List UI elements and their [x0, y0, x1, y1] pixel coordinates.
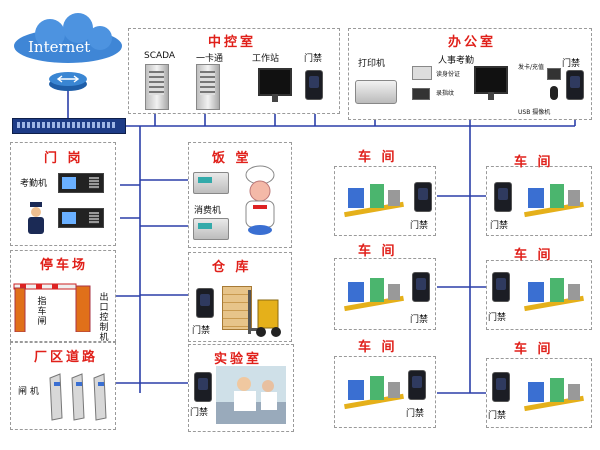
office-title: 办公室 — [448, 35, 497, 50]
workshop-title-2: 车 间 — [514, 155, 554, 170]
lab-door-label: 门禁 — [190, 408, 209, 418]
pos-terminal-icon-2 — [193, 218, 229, 240]
workshop-title-1: 车 间 — [358, 150, 398, 165]
control-room-reader-icon — [305, 70, 323, 100]
workshop-title-3: 车 间 — [358, 244, 398, 259]
internet-cloud-icon — [14, 13, 122, 63]
lab-scene-icon — [216, 366, 286, 424]
barrier-gate-icon — [13, 283, 91, 332]
card-server-icon — [196, 64, 220, 110]
forklift-icon — [248, 290, 281, 337]
workshop-title-5: 车 间 — [358, 340, 398, 355]
workshop-machine-icon-6 — [524, 378, 584, 412]
workshop-title-6: 车 间 — [514, 342, 554, 357]
printer-label: 打印机 — [358, 59, 386, 69]
warehouse-reader-icon — [196, 288, 214, 318]
turnstile-label: 闸 机 — [18, 387, 39, 397]
scada-label: SCADA — [144, 51, 176, 61]
workstation-monitor-icon — [258, 68, 292, 102]
control-room-door-label: 门禁 — [304, 54, 323, 64]
card-issuer-icon — [547, 68, 561, 80]
network-switch-icon — [12, 118, 126, 134]
router-icon — [49, 72, 87, 91]
workshop-reader-icon-4 — [492, 272, 510, 302]
control-room-title: 中控室 — [208, 35, 257, 50]
workshop-door-label-5: 门禁 — [406, 409, 425, 419]
workshop-machine-icon-4 — [524, 278, 584, 312]
workstation-label: 工作站 — [252, 54, 280, 64]
workshop-door-label-2: 门禁 — [490, 221, 509, 231]
workshop-machine-icon-1 — [344, 184, 404, 218]
card-system-label: 一卡通 — [196, 54, 224, 64]
canteen-title: 饭 堂 — [212, 151, 252, 166]
barrier-label: 指车闸 — [37, 297, 47, 327]
workshop-reader-icon-6 — [492, 372, 510, 402]
workshop-door-label-3: 门禁 — [410, 315, 429, 325]
gate-terminal-icon — [58, 208, 104, 228]
security-guard-icon — [28, 202, 44, 234]
gate-title: 门 岗 — [44, 151, 84, 166]
parking-box — [10, 250, 116, 342]
workshop-door-label-6: 门禁 — [488, 411, 507, 421]
attendance-label: 人事考勤 — [438, 56, 475, 66]
exit-controller-label: 出口控制机 — [99, 293, 109, 343]
workshop-reader-icon-3 — [412, 272, 430, 302]
card-issue-label: 发卡/充值 — [518, 64, 545, 71]
turnstile-icon — [49, 373, 107, 421]
internet-label: Internet — [28, 38, 91, 56]
gate-box — [10, 142, 116, 246]
pos-terminal-icon — [193, 172, 229, 194]
id-reader-label: 读身份证 — [436, 71, 461, 78]
workshop-reader-icon-2 — [494, 182, 512, 212]
crate-icon — [222, 286, 252, 330]
lab-reader-icon — [194, 372, 212, 402]
workshop-reader-icon-1 — [414, 182, 432, 212]
workshop-door-label-4: 门禁 — [488, 313, 507, 323]
chef-icon — [245, 165, 275, 235]
usb-camera-icon — [550, 86, 558, 100]
office-door-label: 门禁 — [562, 59, 581, 69]
parking-title: 停车场 — [40, 258, 89, 273]
pos-label: 消费机 — [194, 206, 222, 216]
scada-server-icon — [145, 64, 169, 110]
attendance-terminal-icon — [58, 173, 104, 193]
workshop-title-4: 车 间 — [514, 248, 554, 263]
fingerprint-label: 录指纹 — [436, 90, 455, 97]
fingerprint-icon — [412, 88, 430, 100]
printer-icon — [355, 80, 397, 104]
office-monitor-icon — [474, 66, 508, 100]
road-title: 厂区道路 — [34, 350, 99, 365]
warehouse-title: 仓 库 — [212, 260, 252, 275]
workshop-machine-icon-2 — [524, 184, 584, 218]
usb-camera-label: USB 摄像机 — [518, 109, 551, 116]
workshop-reader-icon-5 — [408, 370, 426, 400]
workshop-door-label-1: 门禁 — [410, 221, 429, 231]
id-reader-icon — [412, 66, 432, 80]
office-reader-icon — [566, 70, 584, 100]
gate-attendance-label: 考勤机 — [20, 179, 48, 189]
warehouse-door-label: 门禁 — [192, 326, 211, 336]
workshop-machine-icon-5 — [344, 376, 404, 410]
workshop-machine-icon-3 — [344, 278, 404, 312]
lab-title: 实验室 — [214, 352, 263, 367]
